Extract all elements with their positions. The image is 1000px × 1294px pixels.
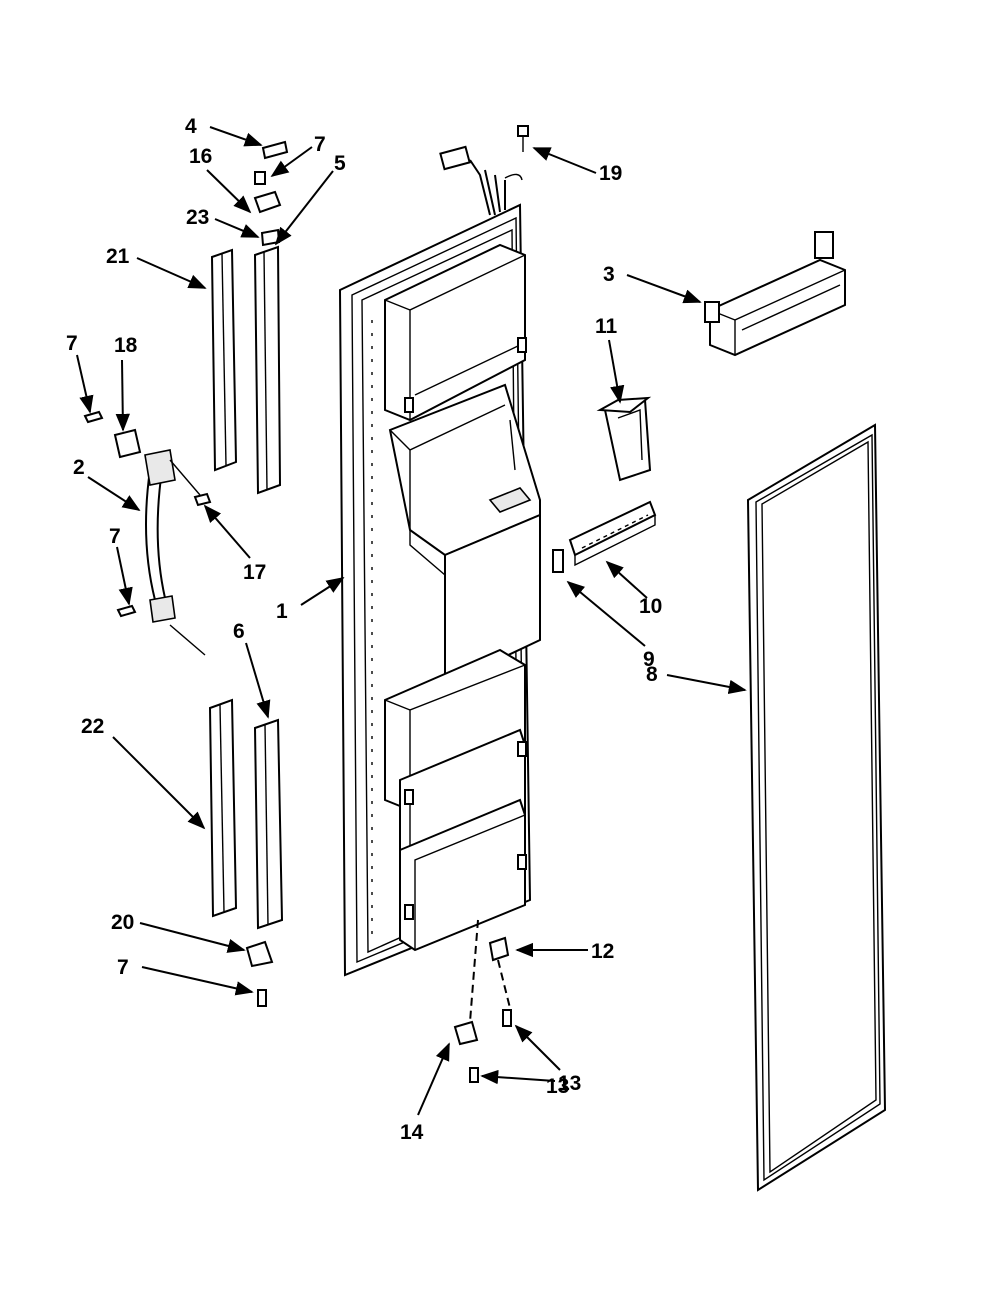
label-7-mid: 7 bbox=[109, 525, 121, 548]
label-12: 12 bbox=[591, 940, 614, 963]
label-11: 11 bbox=[595, 315, 618, 338]
label-8: 8 bbox=[646, 663, 658, 686]
label-21: 21 bbox=[106, 245, 130, 268]
label-14: 14 bbox=[400, 1121, 424, 1144]
trim-strips bbox=[208, 245, 284, 930]
label-17: 17 bbox=[243, 561, 266, 584]
ice-chute bbox=[596, 396, 652, 482]
label-9: 9 bbox=[643, 648, 655, 671]
label-16: 16 bbox=[189, 145, 212, 168]
callout-labels: 1 2 3 4 5 6 7 7 7 7 8 9 10 11 12 13 13 1… bbox=[66, 115, 662, 1144]
hardware bbox=[83, 125, 529, 1083]
label-7-bottom: 7 bbox=[117, 956, 129, 979]
label-7-top: 7 bbox=[314, 133, 326, 156]
label-3: 3 bbox=[603, 263, 615, 286]
label-19: 19 bbox=[599, 162, 622, 185]
door-gasket bbox=[746, 423, 887, 1192]
label-13-lower: 13 bbox=[558, 1072, 581, 1095]
label-10: 10 bbox=[639, 595, 662, 618]
label-2: 2 bbox=[73, 456, 85, 479]
label-1: 1 bbox=[276, 600, 288, 623]
label-5: 5 bbox=[334, 152, 346, 175]
door-shelf-rail bbox=[704, 231, 846, 357]
leader-arrows bbox=[76, 126, 747, 1116]
label-18: 18 bbox=[114, 334, 138, 357]
label-22: 22 bbox=[81, 715, 104, 738]
label-13-upper: 13 bbox=[546, 1075, 569, 1098]
clip-part-9 bbox=[552, 549, 564, 573]
label-7-left: 7 bbox=[66, 332, 78, 355]
door-handle bbox=[144, 449, 206, 656]
door-liner bbox=[338, 145, 541, 977]
label-6: 6 bbox=[233, 620, 245, 643]
label-20: 20 bbox=[111, 911, 134, 934]
dispenser-trim bbox=[568, 500, 657, 567]
label-23: 23 bbox=[186, 206, 209, 229]
label-4: 4 bbox=[185, 115, 197, 138]
